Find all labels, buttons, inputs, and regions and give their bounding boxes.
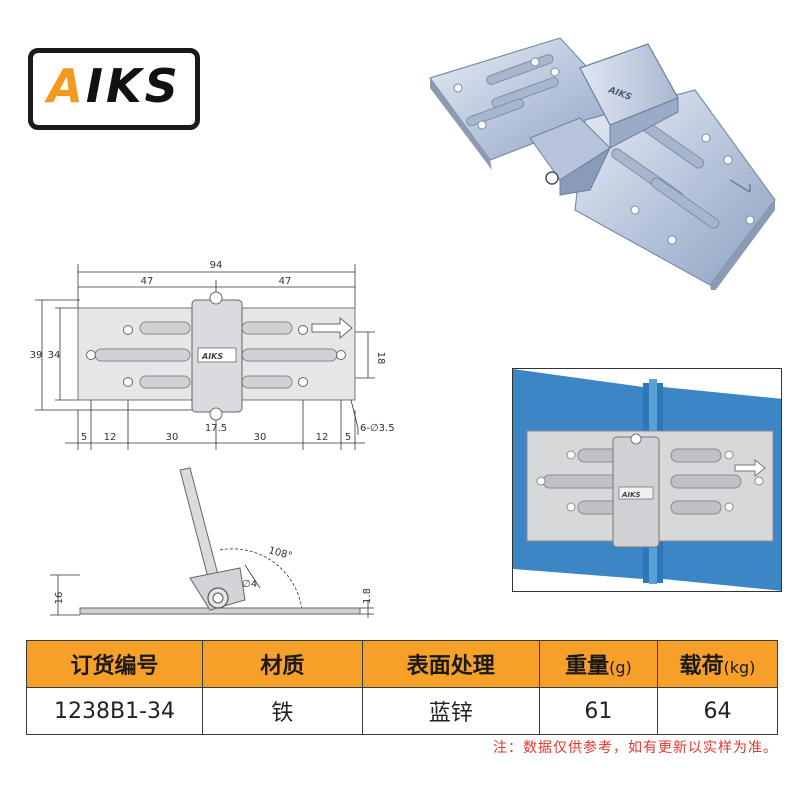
dim-half-right: 47: [279, 276, 292, 287]
installation-photo: AIKS: [512, 368, 782, 592]
dim-pin-diameter: ∅4: [242, 579, 257, 590]
dim-bottom-3: 30: [166, 432, 179, 443]
header-load-label: 载荷: [679, 654, 724, 679]
technical-drawing-top-view: AIKS 94 47 47 39 34 18 5 12 30 17.5 30 1…: [30, 260, 395, 450]
dim-bottom-2: 12: [104, 432, 117, 443]
header-load: 载荷(kg): [656, 640, 779, 688]
cell-material: 铁: [202, 687, 363, 735]
technical-drawing-side-view: 16 1.8 ∅4 108°: [50, 467, 374, 618]
cell-finish: 蓝锌: [361, 687, 540, 735]
svg-text:AIKS: AIKS: [201, 352, 223, 361]
dim-bottom-1: 5: [81, 432, 87, 443]
cell-weight: 61: [538, 687, 658, 735]
svg-text:AIKS: AIKS: [621, 491, 641, 499]
dim-open-angle: 108°: [267, 545, 293, 562]
dim-height-outer: 39: [30, 350, 43, 361]
dim-bottom-6: 12: [316, 432, 329, 443]
cell-order-no: 1238B1-34: [25, 687, 204, 735]
dim-hole-span: 18: [375, 352, 386, 365]
spec-table: 订货编号 材质 表面处理 重量(g) 载荷(kg) 1238B1-34 铁 蓝锌…: [25, 640, 779, 735]
cell-load: 64: [656, 687, 779, 735]
dim-bottom-5: 30: [254, 432, 267, 443]
header-material: 材质: [202, 640, 363, 688]
render-right-plate: [574, 89, 776, 286]
dim-half-left: 47: [141, 276, 154, 287]
spec-table-header-row: 订货编号 材质 表面处理 重量(g) 载荷(kg): [25, 640, 779, 688]
dim-bottom-7: 5: [345, 432, 351, 443]
dim-hole-callout: 6-∅3.5: [360, 423, 395, 434]
product-render-3d: AIKS: [429, 37, 776, 290]
brand-logo-text: AIKS: [33, 59, 195, 113]
dim-side-height: 16: [54, 592, 65, 605]
brand-logo-rest: IKS: [85, 59, 181, 113]
disclaimer-note: 注：数据仅供参考，如有更新以实样为准。: [493, 740, 778, 756]
dim-thickness: 1.8: [362, 588, 373, 604]
header-weight-label: 重量: [565, 654, 610, 679]
dim-bottom-4: 17.5: [205, 423, 227, 434]
header-order-no: 订货编号: [25, 640, 204, 688]
brand-logo: AIKS: [28, 48, 200, 130]
header-weight-unit: (g): [609, 658, 632, 677]
spec-table-row: 1238B1-34 铁 蓝锌 61 64: [25, 687, 779, 735]
header-weight: 重量(g): [538, 640, 658, 688]
header-finish: 表面处理: [361, 640, 540, 688]
header-load-unit: (kg): [723, 658, 756, 677]
dim-height-inner: 34: [48, 350, 61, 361]
brand-logo-accent-letter: A: [47, 59, 86, 113]
dim-overall-width: 94: [210, 260, 223, 271]
